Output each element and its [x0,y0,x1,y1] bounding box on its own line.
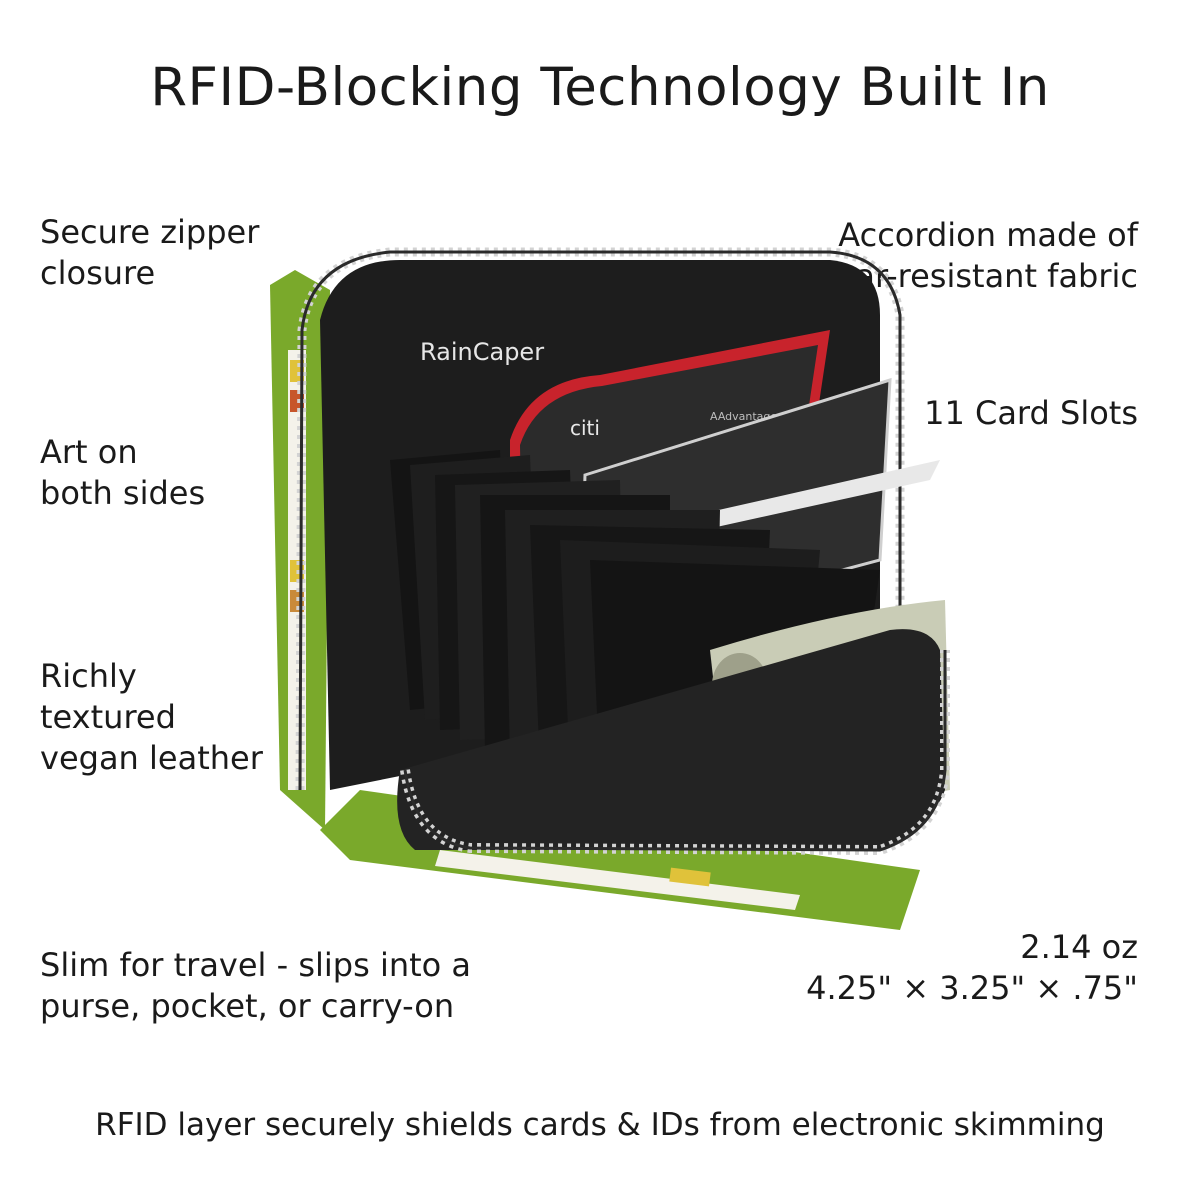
callout-zipper: Secure zipper closure [40,212,259,294]
callout-zipper-line-2: closure [40,254,156,292]
callout-leather-line-3: vegan leather [40,739,263,777]
page-title: RFID-Blocking Technology Built In [150,57,1050,118]
card-brand-text: citi [570,416,600,440]
callout-art-line-1: Art on [40,433,138,471]
callout-art-line-2: both sides [40,474,206,512]
callout-accordion: Accordion made of tear-resistant fabric [823,215,1138,297]
callout-zipper-line-1: Secure zipper [40,213,260,251]
callout-slim-line-2: purse, pocket, or carry-on [40,987,455,1025]
callout-accordion-line-1: Accordion made of [838,216,1138,254]
callout-leather-line-2: textured [40,698,176,736]
art-bottom-block [669,867,711,887]
art-bottom-stripe [435,850,800,910]
callout-card-slots: 11 Card Slots [924,393,1138,434]
callout-card-slots-line: 11 Card Slots [924,394,1138,432]
callout-slim: Slim for travel - slips into a purse, po… [40,945,471,1027]
callout-dimensions: 4.25" × 3.25" × .75" [806,969,1138,1007]
wallet-illustration: RainCaper citi AAdvantage [270,247,950,930]
zipper-tape-bottom [403,650,947,852]
callout-weight: 2.14 oz [1020,928,1138,966]
wallet-front-tray [397,629,946,850]
callout-art: Art on both sides [40,432,205,514]
callout-slim-line-1: Slim for travel - slips into a [40,946,472,984]
callout-leather-line-1: Richly [40,657,137,695]
brand-logo: RainCaper [420,338,544,366]
callout-specs: 2.14 oz 4.25" × 3.25" × .75" [806,927,1138,1009]
callout-leather: Richly textured vegan leather [40,656,263,779]
callout-accordion-line-2: tear-resistant fabric [823,257,1138,295]
zipper-tape-top [298,250,902,791]
footer-note: RFID layer securely shields cards & IDs … [95,1107,1105,1143]
